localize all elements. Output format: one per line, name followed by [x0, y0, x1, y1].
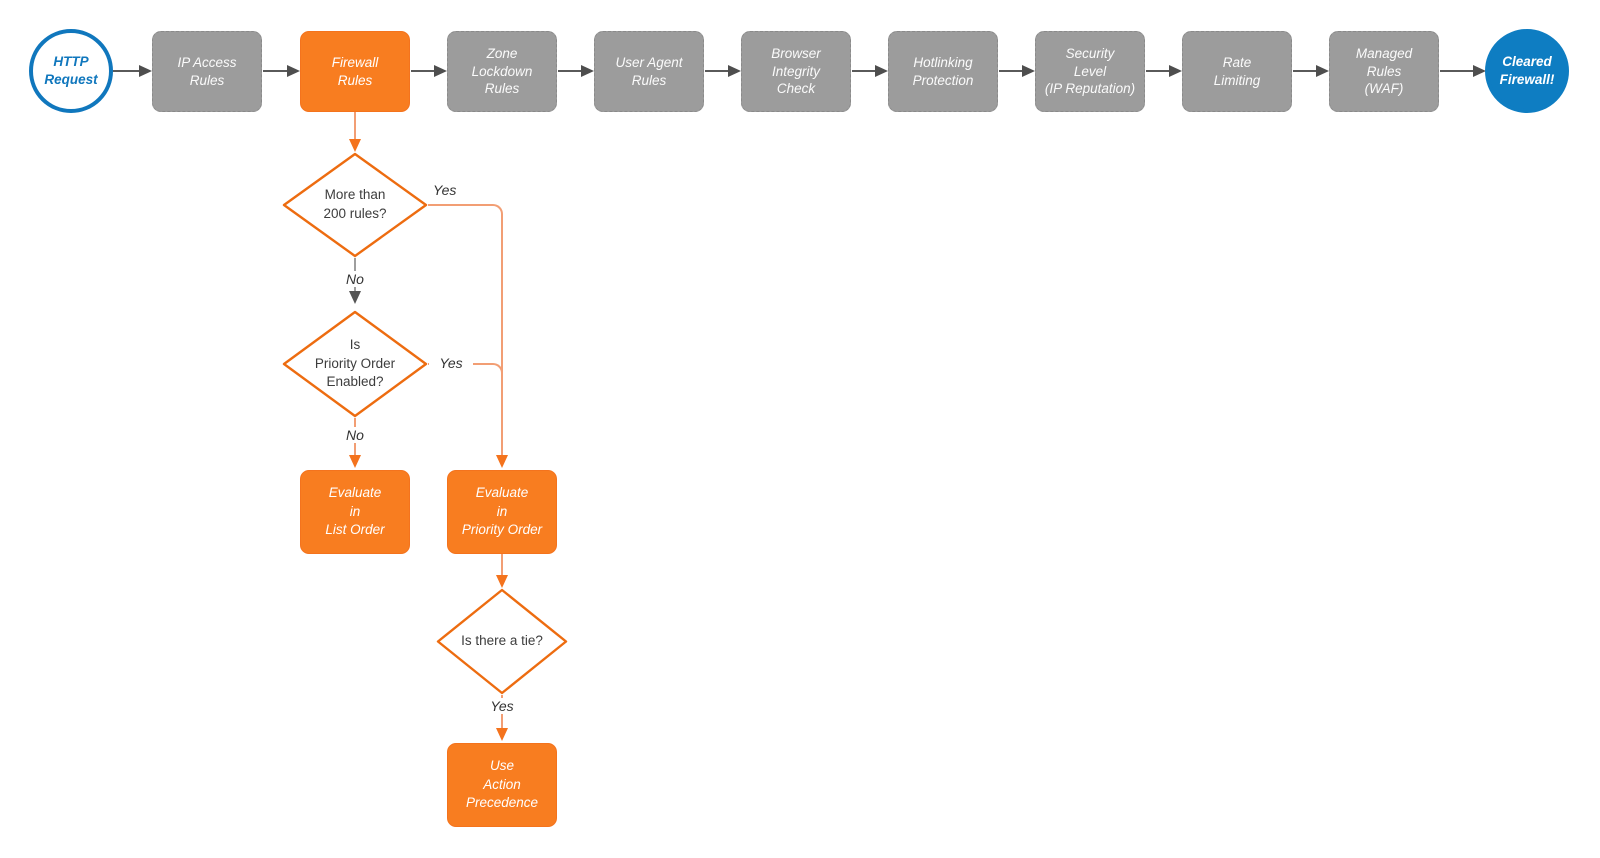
- arrow-right-icon: [1022, 65, 1035, 77]
- arrow-right-icon: [1316, 65, 1329, 77]
- flow-connector-line: [501, 554, 503, 576]
- flow-connector-line: [1146, 70, 1170, 72]
- edge-label-yes: Yes: [478, 698, 526, 714]
- decision-label: Is there a tie?: [461, 633, 543, 649]
- stage-firewall-rules: Firewall Rules: [300, 31, 410, 112]
- arrow-right-icon: [1473, 65, 1486, 77]
- diamond-shape: [282, 310, 428, 418]
- diamond-shape: [282, 152, 428, 258]
- stage-zone-lockdown-rules: Zone Lockdown Rules: [447, 31, 557, 112]
- arrow-down-icon: [349, 455, 361, 468]
- process-evaluate-in-priority-order: Evaluate in Priority Order: [447, 470, 557, 554]
- stage-rate-limiting: Rate Limiting: [1182, 31, 1292, 112]
- arrow-right-icon: [1169, 65, 1182, 77]
- process-evaluate-in-list-order: Evaluate in List Order: [300, 470, 410, 554]
- arrow-right-icon: [434, 65, 447, 77]
- edge-label-yes: Yes: [429, 355, 473, 371]
- flow-connector-line: [852, 70, 876, 72]
- process-use-action-precedence: Use Action Precedence: [447, 743, 557, 827]
- arrow-right-icon: [728, 65, 741, 77]
- arrow-right-icon: [287, 65, 300, 77]
- decision-label: Is Priority Order Enabled?: [314, 336, 396, 390]
- edge-label-no: No: [331, 427, 379, 443]
- stage-browser-integrity-check: Browser Integrity Check: [741, 31, 851, 112]
- arrow-right-icon: [139, 65, 152, 77]
- flow-connector-line: [558, 70, 582, 72]
- arrow-down-icon: [349, 291, 361, 304]
- stage-user-agent-rules: User Agent Rules: [594, 31, 704, 112]
- start-node-http-request: HTTP Request: [29, 29, 113, 113]
- stage-hotlinking-protection: Hotlinking Protection: [888, 31, 998, 112]
- decision-more-than-200-rules: More than 200 rules?: [282, 152, 428, 258]
- flow-connector-line: [705, 70, 729, 72]
- diamond-shape: [436, 588, 568, 695]
- flow-connector-line: [999, 70, 1023, 72]
- stage-security-level-ip-reputation: Security Level (IP Reputation): [1035, 31, 1145, 112]
- arrow-down-icon: [496, 575, 508, 588]
- flow-connector-elbow: [428, 204, 503, 228]
- flow-connector-line: [263, 70, 288, 72]
- arrow-right-icon: [875, 65, 888, 77]
- arrow-right-icon: [581, 65, 594, 77]
- decision-label: More than 200 rules?: [323, 187, 387, 221]
- stage-ip-access-rules: IP Access Rules: [152, 31, 262, 112]
- decision-is-there-a-tie: Is there a tie?: [436, 588, 568, 695]
- arrow-down-icon: [496, 455, 508, 468]
- flow-connector-line: [354, 112, 356, 140]
- end-node-cleared-firewall: Cleared Firewall!: [1485, 29, 1569, 113]
- edge-label-no: No: [331, 271, 379, 287]
- flow-connector-line: [113, 70, 140, 72]
- flow-connector-line: [1293, 70, 1317, 72]
- flow-connector-line: [1440, 70, 1474, 72]
- edge-label-yes: Yes: [433, 182, 457, 198]
- decision-priority-order-enabled: Is Priority Order Enabled?: [282, 310, 428, 418]
- arrow-down-icon: [349, 139, 361, 152]
- arrow-down-icon: [496, 728, 508, 741]
- flow-connector-line: [411, 70, 435, 72]
- flow-connector-line: [501, 226, 503, 456]
- stage-managed-rules-waf: Managed Rules (WAF): [1329, 31, 1439, 112]
